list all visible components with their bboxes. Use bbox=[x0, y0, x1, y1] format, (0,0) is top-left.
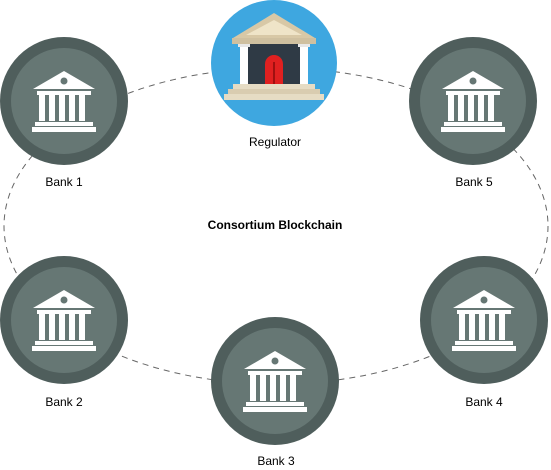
bank-node-5: Bank 5 bbox=[409, 37, 537, 189]
regulator-label: Regulator bbox=[249, 135, 301, 149]
regulator-node: Regulator bbox=[211, 0, 337, 149]
bank-node-2: Bank 2 bbox=[0, 256, 128, 409]
bank-node-3: Bank 3 bbox=[211, 317, 339, 468]
bank-label-4: Bank 4 bbox=[465, 395, 503, 409]
bank-label-2: Bank 2 bbox=[45, 395, 83, 409]
regulator-building-icon bbox=[224, 13, 324, 100]
bank-node-4: Bank 4 bbox=[420, 256, 548, 409]
bank-label-5: Bank 5 bbox=[455, 175, 493, 189]
bank-label-3: Bank 3 bbox=[257, 454, 295, 468]
center-label: Consortium Blockchain bbox=[208, 218, 343, 232]
bank-node-1: Bank 1 bbox=[0, 37, 128, 189]
bank-label-1: Bank 1 bbox=[45, 175, 83, 189]
